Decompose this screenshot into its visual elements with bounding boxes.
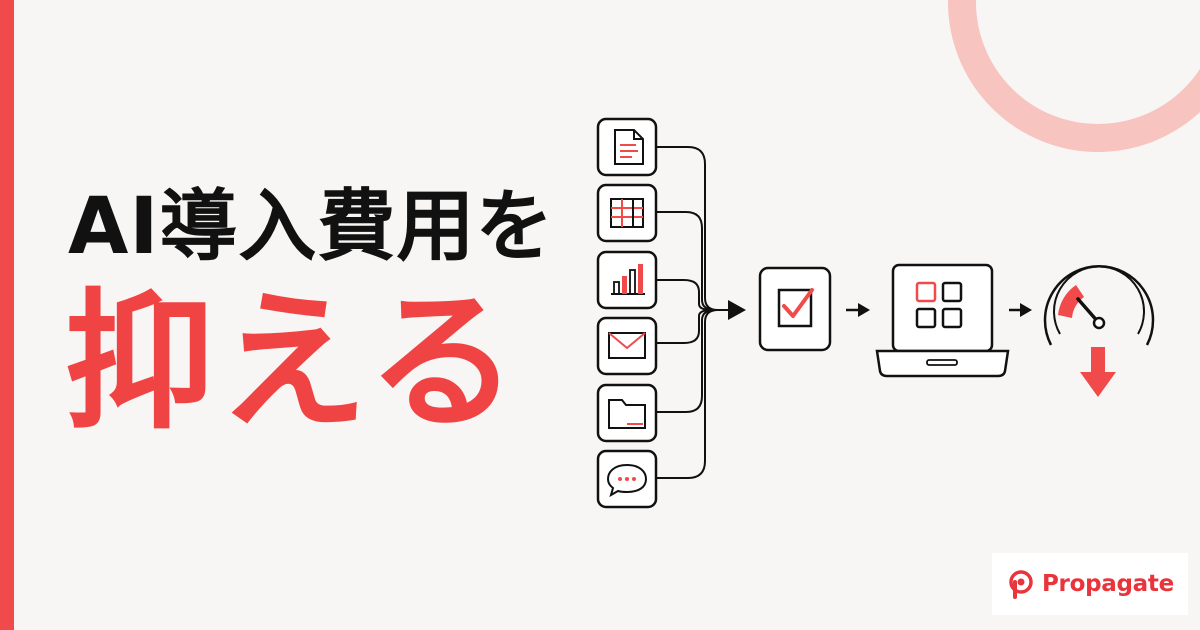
propagate-logo-icon	[1009, 570, 1033, 599]
headline-line-1: AI導入費用を	[68, 182, 555, 272]
merge-arrow-head	[728, 300, 746, 320]
gauge-icon	[1043, 265, 1155, 346]
document-icon	[596, 117, 658, 177]
headline-line-2: 抑える	[64, 276, 522, 450]
laptop-dashboard-icon	[875, 263, 1010, 378]
flow-arrow-2-head	[1020, 303, 1032, 317]
mail-icon	[596, 316, 658, 376]
brand-name: Propagate	[1042, 571, 1174, 597]
bar-chart-icon	[596, 250, 658, 310]
checkbox-icon	[758, 266, 832, 352]
left-accent-bar	[0, 0, 14, 630]
down-arrow-icon	[1080, 347, 1116, 397]
flow-arrow-1-head	[858, 303, 870, 317]
source-connectors	[655, 146, 729, 479]
chat-icon	[596, 449, 658, 509]
brand-logo: Propagate	[992, 553, 1188, 615]
spreadsheet-icon	[596, 183, 658, 243]
folder-icon	[596, 383, 658, 443]
